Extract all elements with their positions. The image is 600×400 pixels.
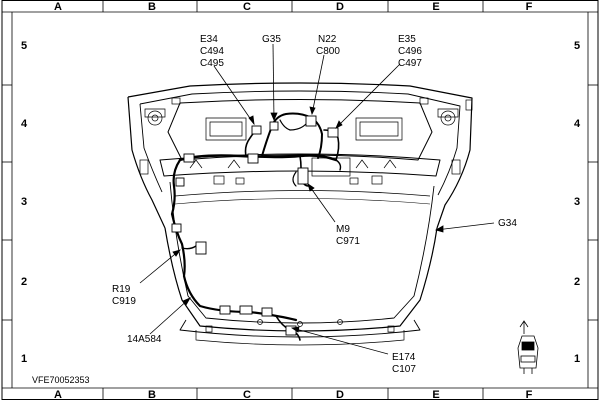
wiring-harness: [170, 112, 342, 341]
callout-line: E34: [200, 34, 218, 45]
callout-line: M9: [336, 224, 350, 235]
grid-column-labels-top: A B C D E F: [54, 1, 533, 13]
row-label: 2: [574, 276, 580, 288]
callout-m9: M9 C971: [336, 224, 360, 247]
arrowhead: [307, 183, 315, 192]
callout-e34: E34 C494 C495: [200, 34, 224, 69]
callout-line: C800: [316, 46, 340, 57]
connector: [175, 177, 185, 187]
callout-line: C494: [200, 46, 224, 57]
grid-row-labels-right: 5 4 3 2 1: [574, 40, 581, 365]
figure-reference-code: VFE70052353: [32, 375, 90, 385]
callout-line: C495: [200, 58, 224, 69]
callout-r19: R19 C919: [112, 284, 136, 307]
row-label: 4: [21, 118, 28, 130]
leader-m9: [307, 183, 336, 223]
column-label: D: [336, 1, 344, 13]
grid-column-labels-bottom: A B C D E F: [54, 389, 533, 400]
leader-harness: [149, 297, 191, 335]
callout-line: G35: [262, 34, 281, 45]
callout-harness: 14A584: [127, 334, 162, 345]
callout-e174: E174 C107: [392, 352, 416, 375]
liftgate-panel: [127, 82, 473, 346]
callout-line: C919: [112, 296, 136, 307]
leader-e34: [213, 65, 255, 125]
row-label: 3: [21, 196, 27, 208]
callout-line: C971: [336, 236, 360, 247]
callout-g34: G34: [498, 218, 517, 229]
column-label: B: [148, 389, 156, 400]
leader-g34: [435, 222, 495, 231]
connector-g35: [269, 121, 279, 131]
arrowhead: [434, 225, 444, 233]
arrowhead: [172, 249, 181, 257]
arrowhead: [248, 115, 255, 126]
connector: [219, 305, 231, 315]
connector: [261, 307, 273, 317]
row-label: 1: [574, 353, 580, 365]
connector-m9: [297, 167, 309, 185]
leader-g35: [272, 43, 275, 121]
column-label: E: [432, 1, 439, 13]
callout-line: E174: [392, 352, 416, 363]
column-label: C: [243, 1, 251, 13]
connector: [247, 153, 259, 164]
vehicle-orientation-icon: [517, 320, 539, 374]
column-label: A: [54, 1, 62, 13]
column-label: F: [526, 1, 533, 13]
connector-e34: [251, 125, 262, 135]
arrowhead: [290, 326, 300, 333]
callout-line: C496: [398, 46, 422, 57]
leader-n22: [311, 54, 325, 115]
callout-g35: G35: [262, 34, 281, 45]
callout-line: N22: [318, 34, 337, 45]
callout-e35: E35 C496 C497: [398, 34, 422, 69]
column-label: E: [432, 389, 439, 400]
arrowhead: [270, 112, 278, 122]
connector-e35: [327, 127, 339, 138]
row-label: 4: [574, 118, 581, 130]
callout-n22: N22 C800: [316, 34, 340, 57]
column-label: D: [336, 389, 344, 400]
row-label: 3: [574, 196, 580, 208]
row-label: 2: [21, 276, 27, 288]
harness-connectors: [171, 115, 339, 336]
connector-n22: [305, 115, 317, 127]
callout-line: G34: [498, 218, 517, 229]
leader-e174: [291, 327, 389, 355]
connector: [239, 305, 253, 315]
row-label: 1: [21, 353, 27, 365]
arrowhead: [182, 297, 191, 306]
connector: [171, 223, 182, 233]
grid-row-ticks: [2, 84, 598, 321]
arrowhead: [309, 106, 316, 116]
column-label: F: [526, 389, 533, 400]
leader-lines: [139, 43, 495, 355]
callout-line: R19: [112, 284, 131, 295]
callout-line: C107: [392, 364, 416, 375]
row-label: 5: [574, 40, 580, 52]
grid-row-labels-left: 5 4 3 2 1: [21, 40, 28, 365]
grid-column-ticks: [102, 0, 484, 400]
column-label: B: [148, 1, 156, 13]
callout-line: E35: [398, 34, 416, 45]
callout-line: 14A584: [127, 334, 162, 345]
callout-line: C497: [398, 58, 422, 69]
column-label: C: [243, 389, 251, 400]
leader-r19: [139, 249, 181, 284]
arrowhead: [335, 120, 343, 129]
connector-r19: [195, 241, 207, 255]
connector: [183, 153, 195, 163]
leader-e35: [335, 63, 401, 129]
column-label: A: [54, 389, 62, 400]
liftgate-details: [139, 97, 473, 333]
row-label: 5: [21, 40, 27, 52]
